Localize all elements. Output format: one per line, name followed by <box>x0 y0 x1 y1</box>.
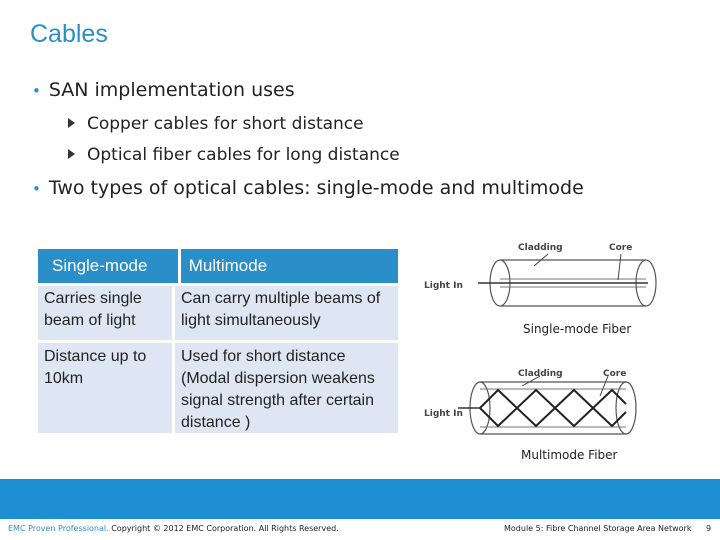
bullet-dot-icon: • <box>32 180 41 198</box>
slide-title: Cables <box>30 20 108 48</box>
arrow-right-icon <box>68 118 75 128</box>
bullet-san-implementation: • SAN implementation uses <box>32 79 295 101</box>
single-mode-caption: Single-mode Fiber <box>523 322 632 336</box>
table-header-row: Single-mode Multimode <box>38 249 398 283</box>
single-mode-fiber-diagram: Cladding Core Light In <box>424 243 657 307</box>
light-path-line <box>479 388 627 428</box>
core-label: Core <box>609 243 632 253</box>
cladding-label: Cladding <box>518 369 563 379</box>
table-row: Distance up to 10km Used for short dista… <box>38 343 398 433</box>
table-cell: Carries single beam of light <box>38 286 172 340</box>
core-label: Core <box>603 369 626 379</box>
arrow-right-icon <box>68 149 75 159</box>
bullet-optical-types: • Two types of optical cables: single-mod… <box>32 177 584 199</box>
header-single-mode: Single-mode <box>38 249 178 283</box>
subbullet-text: Copper cables for short distance <box>87 114 364 134</box>
table-cell: Distance up to 10km <box>38 343 172 433</box>
footer-bar <box>0 479 720 519</box>
core-pointer <box>599 375 609 397</box>
cladding-pointer <box>521 375 541 387</box>
footer-copyright: EMC Proven Professional. Copyright © 201… <box>8 524 339 533</box>
bullet-text: Two types of optical cables: single-mode… <box>48 177 584 199</box>
light-in-label: Light In <box>424 281 463 291</box>
light-path-line <box>479 388 627 428</box>
footer-brand: EMC Proven Professional. <box>8 524 109 533</box>
bullet-text: SAN implementation uses <box>48 79 295 101</box>
table-row: Carries single beam of light Can carry m… <box>38 286 398 340</box>
bullet-dot-icon: • <box>32 82 41 100</box>
table-cell: Used for short distance (Modal dispersio… <box>175 343 398 433</box>
subbullet-copper: Copper cables for short distance <box>68 114 364 134</box>
subbullet-text: Optical fiber cables for long distance <box>87 145 400 165</box>
comparison-table: Single-mode Multimode Carries single bea… <box>38 249 398 436</box>
subbullet-optical: Optical fiber cables for long distance <box>68 145 400 165</box>
multimode-fiber-diagram: Cladding Core Light In <box>424 369 637 435</box>
core-pointer <box>617 253 622 281</box>
footer-page-number: 9 <box>706 524 712 533</box>
header-multimode: Multimode <box>180 249 398 283</box>
cladding-label: Cladding <box>518 243 563 253</box>
footer-module: Module 5: Fibre Channel Storage Area Net… <box>504 524 692 533</box>
multimode-caption: Multimode Fiber <box>521 448 618 462</box>
footer-copyright-text: Copyright © 2012 EMC Corporation. All Ri… <box>108 524 339 533</box>
cladding-pointer <box>533 253 549 267</box>
table-cell: Can carry multiple beams of light simult… <box>175 286 398 340</box>
light-in-label: Light In <box>424 409 463 419</box>
